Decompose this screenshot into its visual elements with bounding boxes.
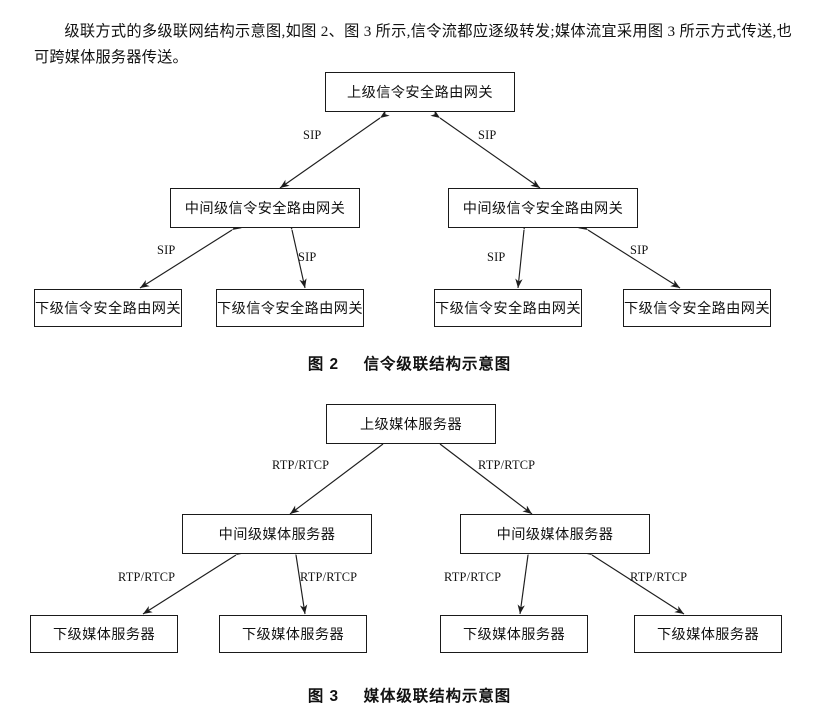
node-mid-right-signalling-gateway[interactable]: 中间级信令安全路由网关 [448,188,638,228]
node-mid-left-signalling-gateway[interactable]: 中间级信令安全路由网关 [170,188,360,228]
caption-title: 信令级联结构示意图 [363,356,512,373]
node-mid-right-media-server[interactable]: 中间级媒体服务器 [460,514,650,554]
node-leaf-4-signalling-gateway[interactable]: 下级信令安全路由网关 [623,289,771,327]
node-label: 上级信令安全路由网关 [347,85,493,101]
intro-paragraph: 级联方式的多级联网结构示意图,如图 2、图 3 所示,信令流都应逐级转发;媒体流… [34,23,792,67]
caption-title: 媒体级联结构示意图 [363,688,512,705]
figure-media-cascade: 上级媒体服务器 中间级媒体服务器 中间级媒体服务器 下级媒体服务器 下级媒体服务… [0,392,819,682]
node-label: 下级信令安全路由网关 [217,301,363,317]
node-leaf-2-signalling-gateway[interactable]: 下级信令安全路由网关 [216,289,364,327]
node-leaf-3-media-server[interactable]: 下级媒体服务器 [440,615,588,653]
figure-3-caption: 图 3 媒体级联结构示意图 [0,684,819,706]
node-leaf-2-media-server[interactable]: 下级媒体服务器 [219,615,367,653]
diagram-signalling-cascade: 上级信令安全路由网关 中间级信令安全路由网关 中间级信令安全路由网关 下级信令安… [0,60,819,350]
edge-label-leaf-2: SIP [298,250,317,264]
node-leaf-4-media-server[interactable]: 下级媒体服务器 [634,615,782,653]
node-top-media-server[interactable]: 上级媒体服务器 [326,404,496,444]
node-leaf-3-signalling-gateway[interactable]: 下级信令安全路由网关 [434,289,582,327]
edge-label-leaf-4: RTP/RTCP [630,570,688,584]
node-label: 下级媒体服务器 [241,627,345,643]
node-top-signalling-gateway[interactable]: 上级信令安全路由网关 [325,72,515,112]
node-label: 下级信令安全路由网关 [624,301,770,317]
node-leaf-1-media-server[interactable]: 下级媒体服务器 [30,615,178,653]
figure-signalling-cascade: 上级信令安全路由网关 中间级信令安全路由网关 中间级信令安全路由网关 下级信令安… [0,60,819,360]
caption-label: 图 3 [307,688,340,705]
node-label: 中间级媒体服务器 [218,527,336,543]
figure-2-caption: 图 2 信令级联结构示意图 [0,352,819,374]
node-mid-left-media-server[interactable]: 中间级媒体服务器 [182,514,372,554]
node-label: 下级媒体服务器 [462,627,566,643]
edge-label-leaf-4: SIP [630,243,649,257]
node-label: 下级媒体服务器 [52,627,156,643]
node-label: 下级信令安全路由网关 [435,301,581,317]
diagram-media-cascade: 上级媒体服务器 中间级媒体服务器 中间级媒体服务器 下级媒体服务器 下级媒体服务… [0,392,819,672]
edge-label-leaf-1: SIP [157,243,176,257]
edge-label-leaf-3: SIP [487,250,506,264]
node-label: 下级媒体服务器 [656,627,760,643]
node-label: 中间级媒体服务器 [496,527,614,543]
edge-label-top-right: RTP/RTCP [478,458,536,472]
node-label: 中间级信令安全路由网关 [184,201,346,217]
edge-label-top-left: SIP [303,128,322,142]
edge-label-leaf-1: RTP/RTCP [118,570,176,584]
node-label: 中间级信令安全路由网关 [462,201,624,217]
edge-label-top-left: RTP/RTCP [272,458,330,472]
edge-label-leaf-3: RTP/RTCP [444,570,502,584]
node-label: 下级信令安全路由网关 [35,301,181,317]
node-label: 上级媒体服务器 [359,417,463,433]
edge-label-leaf-2: RTP/RTCP [300,570,358,584]
caption-label: 图 2 [307,356,340,373]
node-leaf-1-signalling-gateway[interactable]: 下级信令安全路由网关 [34,289,182,327]
edge-label-top-right: SIP [478,128,497,142]
